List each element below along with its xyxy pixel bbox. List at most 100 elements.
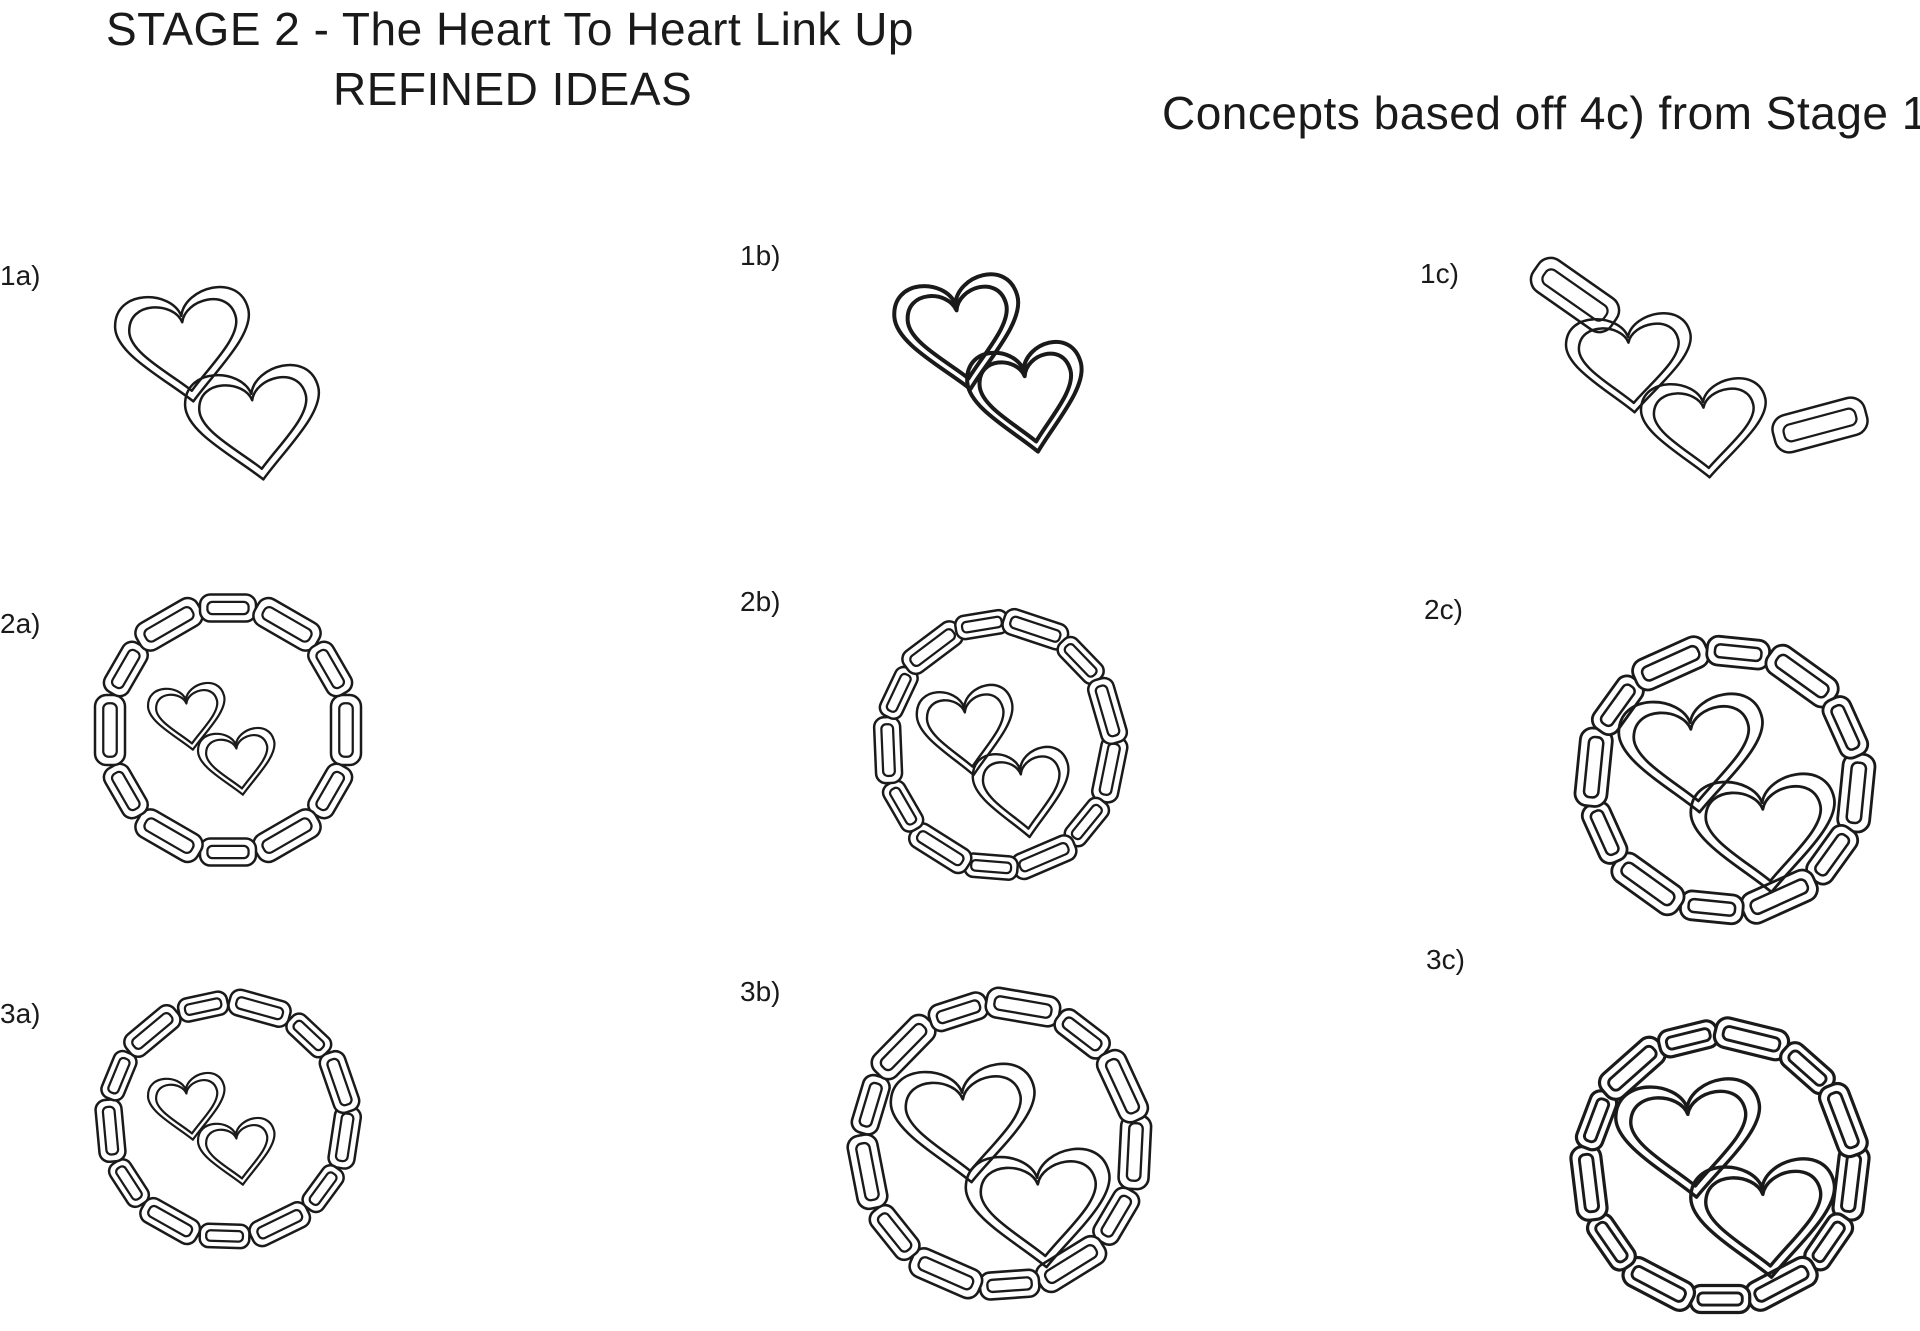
concept-label-3a: 3a) — [0, 998, 41, 1029]
heart-icon — [196, 726, 276, 796]
concept-2a-drawing — [88, 585, 368, 875]
chain-link — [963, 852, 1019, 881]
heart-icon — [915, 683, 1014, 777]
heart-icon — [113, 285, 251, 403]
chain-link — [107, 1158, 151, 1209]
chain-link — [881, 779, 925, 833]
chain-link — [134, 808, 204, 864]
concepts-note: Concepts based off 4c) from Stage 1. — [1162, 87, 1920, 139]
chain-link — [1580, 800, 1629, 865]
chain-link — [846, 1133, 889, 1211]
chain-link — [1803, 1212, 1855, 1272]
heart-icon — [892, 272, 1021, 392]
concept-label-2b: 2b) — [740, 586, 781, 617]
chain-link — [927, 991, 990, 1033]
concept-2c-drawing — [1565, 620, 1885, 940]
chain-link — [307, 640, 354, 698]
chain-link — [1010, 834, 1078, 881]
chain-link — [318, 1049, 361, 1115]
heart-icon — [1689, 1157, 1837, 1279]
chain-link — [227, 988, 292, 1028]
chain-link — [878, 665, 919, 720]
chain-link — [327, 1104, 363, 1170]
heart-icon — [196, 1116, 276, 1186]
chain-link — [329, 693, 363, 767]
chain-link — [198, 1222, 251, 1250]
heart-icon — [965, 340, 1084, 454]
heart-icon — [1564, 312, 1692, 414]
heart-icon — [183, 363, 321, 481]
chain-link — [907, 822, 973, 875]
chain-link — [1590, 674, 1645, 737]
chain-link — [984, 986, 1062, 1028]
heart-icon — [1689, 772, 1836, 894]
chain-link — [1529, 256, 1621, 334]
concept-label-2c: 2c) — [1424, 594, 1463, 625]
chain-link — [176, 990, 230, 1023]
concept-label-1c: 1c) — [1420, 258, 1459, 289]
concept-label-1b: 1b) — [740, 240, 781, 271]
chain-link — [1573, 726, 1614, 808]
heart-icon — [146, 1071, 226, 1141]
chain-link — [1771, 396, 1869, 454]
heart-icon — [1614, 1077, 1762, 1199]
chain-link — [1836, 752, 1877, 834]
chain-link — [301, 1164, 345, 1214]
chain-link — [198, 837, 258, 867]
chain-link — [1678, 889, 1745, 926]
concept-3c-drawing — [1560, 1010, 1880, 1325]
chain-link — [93, 693, 127, 767]
chain-link — [978, 1268, 1041, 1301]
chain-link — [102, 762, 149, 820]
concept-1a-drawing — [113, 280, 355, 500]
heart-icon — [1639, 377, 1767, 479]
heart-icon — [1617, 692, 1764, 814]
chain-link — [102, 640, 149, 698]
concept-1b-drawing — [890, 255, 1110, 465]
chain-link — [1569, 1144, 1609, 1222]
chain-link — [1688, 1283, 1752, 1315]
chain-link — [134, 596, 204, 652]
chain-link — [248, 1201, 312, 1248]
chain-link — [1764, 643, 1840, 709]
page-title: STAGE 2 - The Heart To Heart Link Up — [106, 3, 914, 55]
chain-link — [123, 1003, 182, 1058]
chain-link — [1821, 695, 1870, 760]
chain-link — [198, 593, 258, 623]
concept-3a-drawing — [88, 985, 368, 1255]
concept-3b-drawing — [840, 980, 1160, 1310]
concept-2b-drawing — [865, 600, 1135, 890]
concept-1c-drawing — [1520, 255, 1880, 495]
chain-link — [870, 1013, 937, 1081]
chain-link — [1053, 1008, 1111, 1060]
page-subtitle: REFINED IDEAS — [333, 63, 693, 115]
chain-link — [1656, 1019, 1720, 1059]
chain-link — [1001, 607, 1070, 651]
chain-link — [94, 1098, 127, 1164]
chain-link — [1117, 1113, 1153, 1191]
chain-link — [1034, 1234, 1108, 1294]
chain-link — [908, 1247, 984, 1300]
chain-link — [1086, 676, 1129, 746]
chain-link — [1705, 634, 1772, 671]
chain-link — [252, 596, 322, 652]
chain-link — [1831, 1143, 1871, 1222]
chain-link — [100, 1049, 138, 1102]
chain-link — [850, 1073, 891, 1136]
concept-label-2a: 2a) — [0, 608, 41, 639]
chain-link — [1712, 1016, 1791, 1062]
chain-link — [872, 715, 904, 785]
heart-icon — [146, 681, 226, 751]
heart-icon — [964, 1147, 1111, 1269]
chain-link — [1817, 1081, 1869, 1159]
chain-link — [1631, 635, 1711, 692]
chain-link — [252, 808, 322, 864]
chain-link — [868, 1203, 921, 1262]
concept-label-3c: 3c) — [1426, 944, 1465, 975]
chain-link — [1095, 1048, 1150, 1124]
concept-label-3b: 3b) — [740, 976, 781, 1007]
chain-link — [139, 1196, 202, 1246]
concept-label-1a: 1a) — [0, 260, 41, 291]
chain-link — [285, 1012, 333, 1059]
heart-icon — [971, 745, 1070, 839]
